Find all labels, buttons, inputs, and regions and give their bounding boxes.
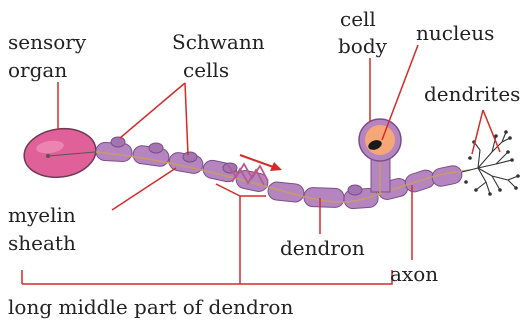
dendrites — [462, 132, 518, 194]
label-axon: axon — [390, 262, 438, 286]
label-sensory-organ: sensory organ — [8, 30, 93, 82]
myelin-sheath — [96, 142, 464, 209]
label-dendron: dendron — [280, 236, 365, 260]
schwann-nucleus — [348, 185, 362, 195]
schwann-nucleus — [183, 152, 197, 162]
dendrite-endings — [464, 130, 520, 196]
schwann-nucleus — [111, 137, 125, 147]
label-cell-body: cell body — [338, 7, 388, 58]
label-nucleus: nucleus — [416, 21, 494, 45]
label-dendrites: dendrites — [424, 82, 520, 106]
cell-body-cytoplasm — [365, 125, 395, 155]
schwann-nucleus — [149, 143, 163, 153]
label-long-middle-part: long middle part of dendron — [8, 295, 293, 319]
leader-lines — [22, 45, 500, 284]
sensory-nerve-dot — [46, 154, 50, 158]
label-schwann-cells: Schwann cells — [172, 30, 271, 82]
label-myelin-sheath: myelin sheath — [8, 203, 82, 255]
